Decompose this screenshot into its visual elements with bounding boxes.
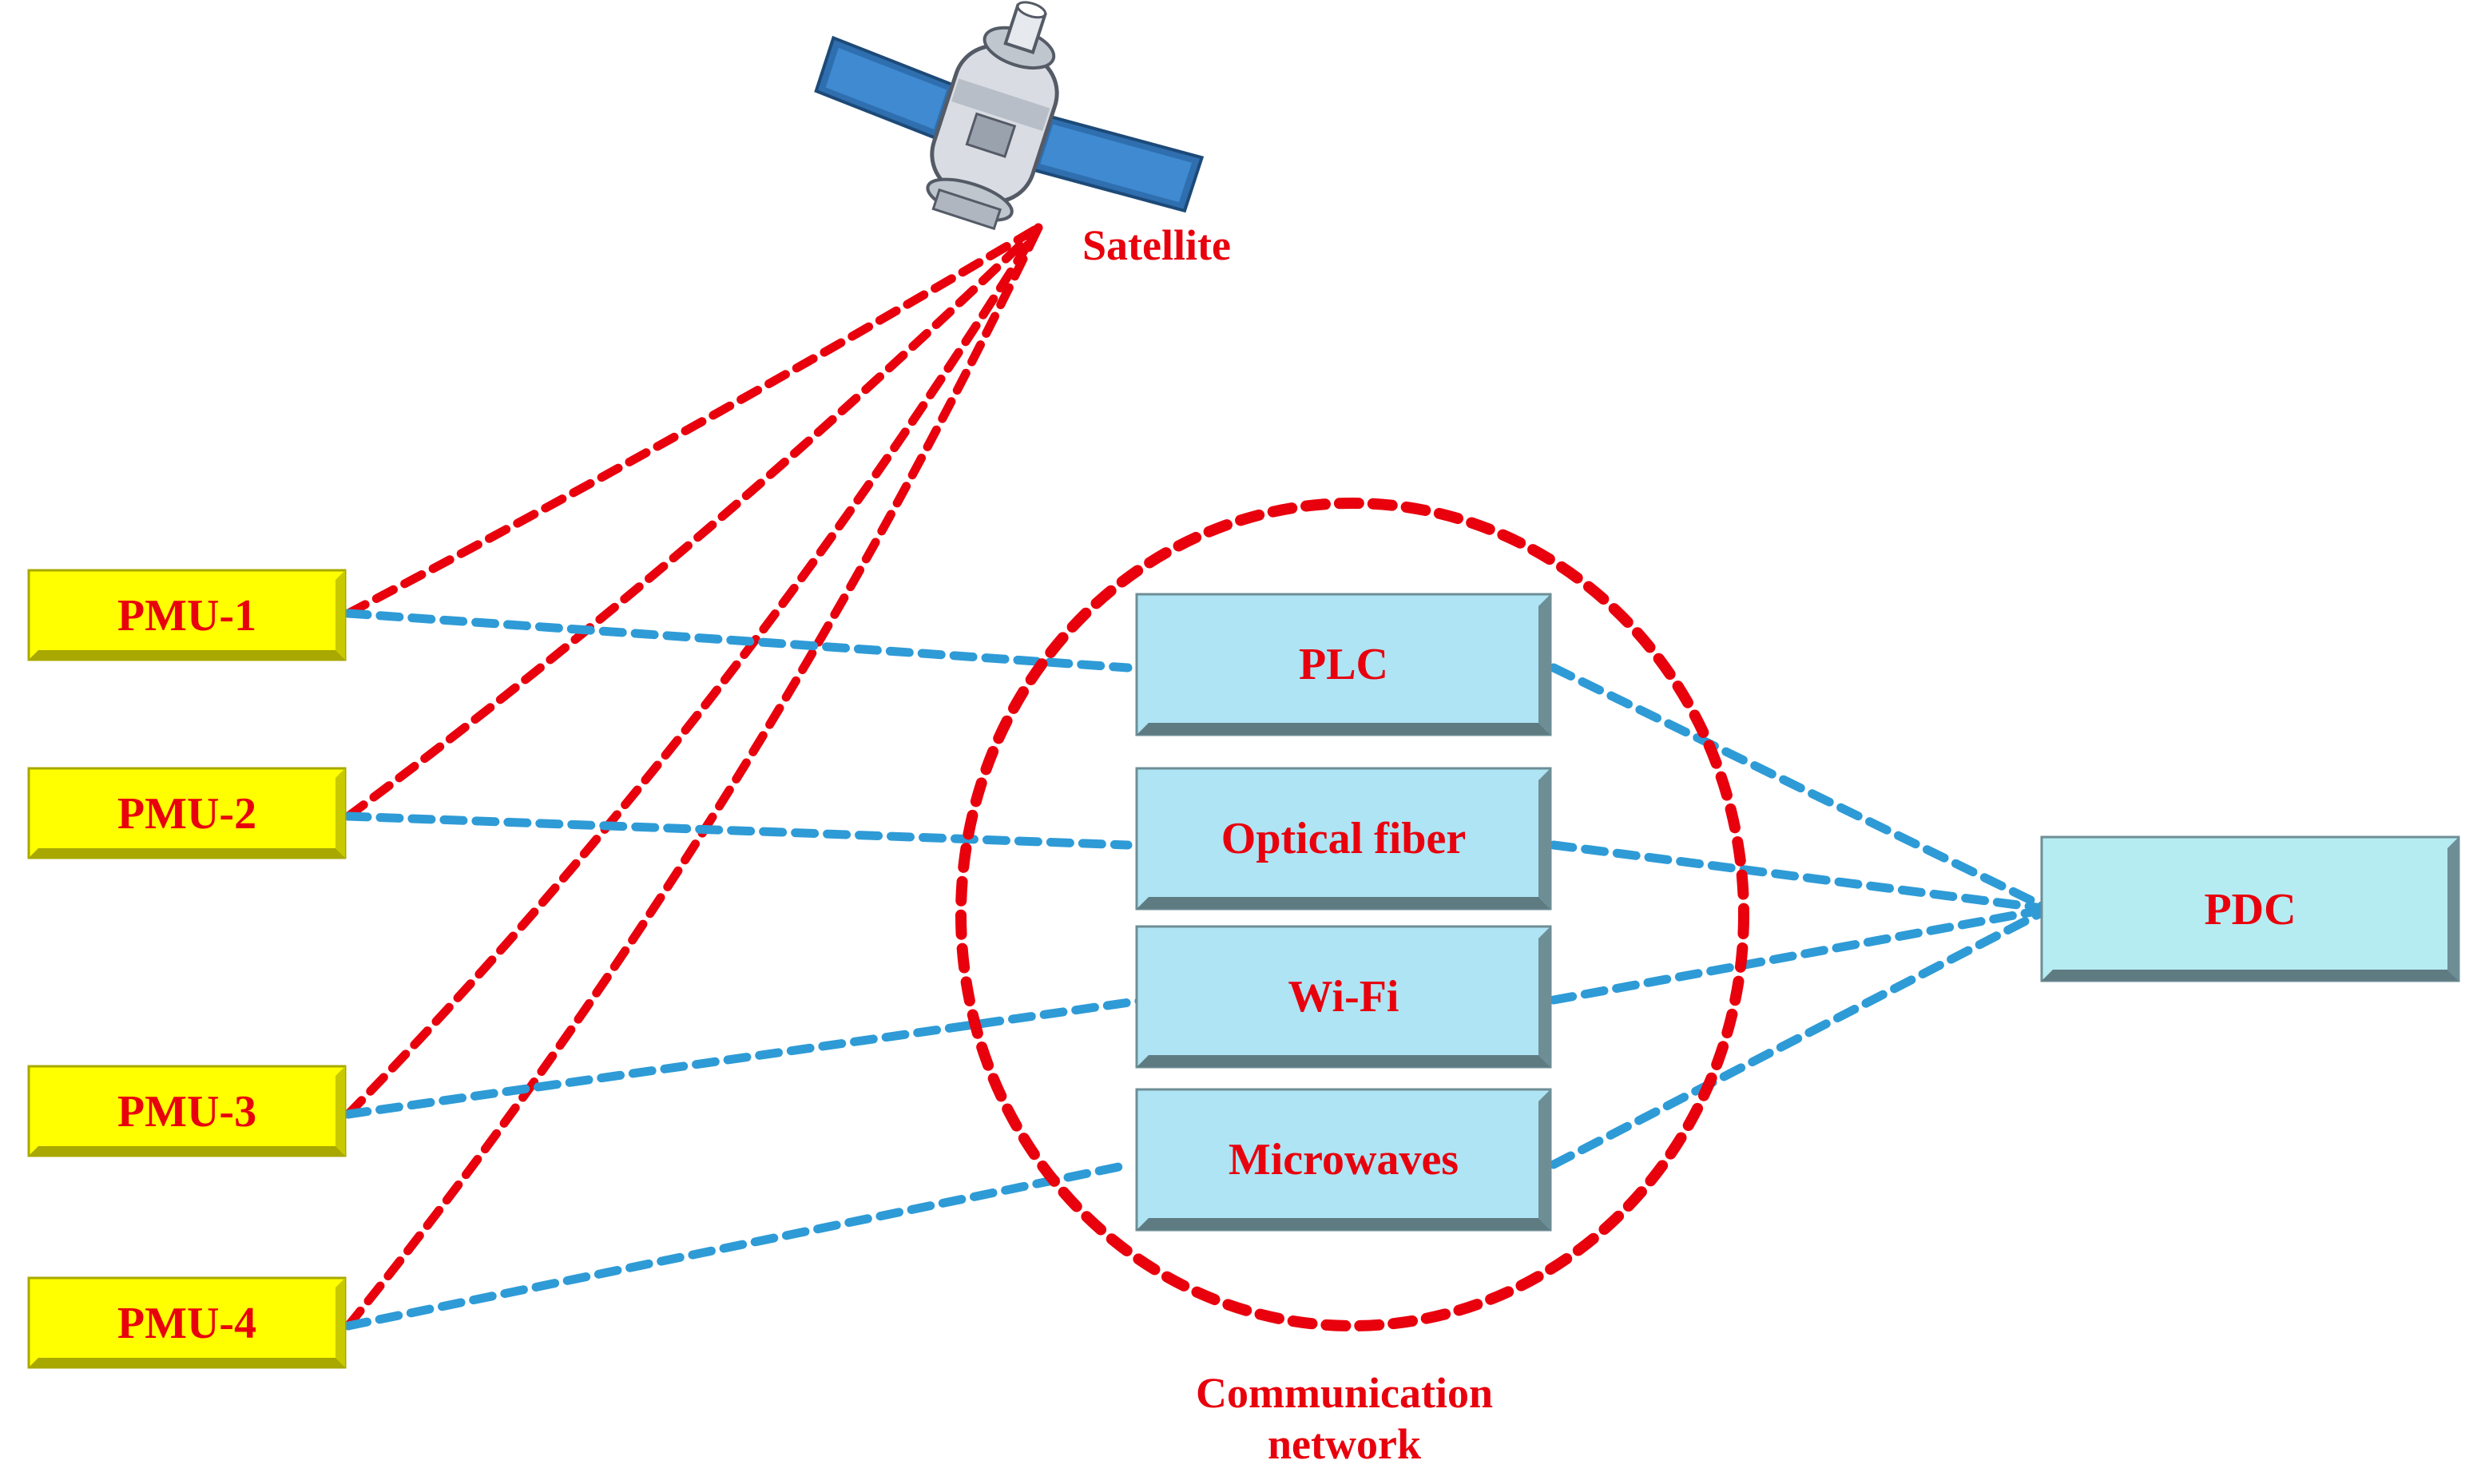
- pmu-2-label: PMU-2: [117, 789, 256, 839]
- pmu-2-box[interactable]: PMU-2: [27, 767, 347, 859]
- microwaves-box[interactable]: Microwaves: [1135, 1088, 1552, 1232]
- satellite-link-pmu1: [343, 223, 1043, 618]
- data-link-plc-pdc: [1549, 663, 2054, 914]
- data-link-pmu2-fiber: [343, 811, 1133, 850]
- pmu-1-label: PMU-1: [117, 591, 256, 641]
- wifi-box[interactable]: Wi-Fi: [1135, 925, 1552, 1069]
- pmu-3-label: PMU-3: [117, 1087, 256, 1137]
- pmu-4-box[interactable]: PMU-4: [27, 1276, 347, 1369]
- wifi-label: Wi-Fi: [1288, 972, 1399, 1022]
- data-link-pmu4-microwaves: [343, 1160, 1135, 1331]
- communication-network-ellipse: [955, 498, 1749, 1331]
- plc-label: PLC: [1299, 640, 1388, 689]
- data-link-fiber-pdc: [1549, 840, 2054, 914]
- pmu-4-label: PMU-4: [117, 1299, 256, 1348]
- data-link-pmu1-plc: [343, 609, 1133, 673]
- data-links: [343, 609, 2054, 1331]
- data-link-microwaves-pdc: [1549, 904, 2054, 1169]
- pmu-3-box[interactable]: PMU-3: [27, 1065, 347, 1157]
- pdc-label: PDC: [2204, 885, 2296, 934]
- communication-network-label-line1: Communication: [1196, 1369, 1493, 1417]
- satellite-links: [343, 223, 1043, 1331]
- optical-fiber-label: Optical fiber: [1221, 814, 1466, 863]
- data-link-wifi-pdc: [1549, 904, 2054, 1005]
- satellite-label: Satellite: [1082, 221, 1231, 269]
- optical-fiber-box[interactable]: Optical fiber: [1135, 767, 1552, 911]
- plc-box[interactable]: PLC: [1135, 593, 1552, 736]
- communication-network-label-line2: network: [1268, 1420, 1421, 1468]
- satellite-icon: [814, 1, 1205, 231]
- data-link-pmu3-wifi: [343, 995, 1151, 1119]
- satellite-link-pmu2: [343, 223, 1043, 821]
- microwaves-label: Microwaves: [1229, 1135, 1459, 1184]
- satellite-link-pmu4: [343, 223, 1043, 1331]
- pmu-1-box[interactable]: PMU-1: [27, 569, 347, 661]
- pdc-box[interactable]: PDC: [2040, 835, 2460, 982]
- satellite-link-pmu3: [343, 223, 1043, 1119]
